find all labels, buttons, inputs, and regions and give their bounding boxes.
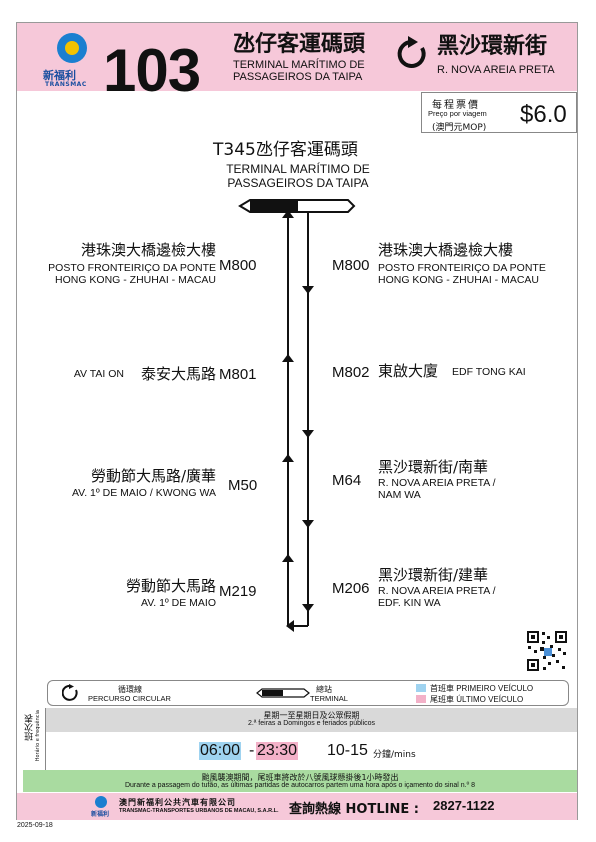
stop-code: M800 [332,257,370,274]
stop-pt: EDF. KIN WA [378,597,441,609]
stop-code: M50 [228,477,258,494]
legend-circular-pt: PERCURSO CIRCULAR [88,694,171,703]
legend-first-bus: 首班車 PRIMEIRO VEÍCULO [430,684,534,693]
circular-arrow-icon [397,36,426,68]
stop-pt: R. NOVA AREIA PRETA / [378,585,496,597]
terminal-legend-icon [256,688,310,698]
stop-cn: 黑沙環新街/建華 [378,566,489,584]
fare-box: 每程票價 Preço por viagem (澳門元MOP) $6.0 [421,92,577,133]
brand-cn: 新福利 [43,69,76,82]
schedule-days-cn: 星期一至星期日及公眾假期 [263,711,360,720]
footer: 新福利 澳門新福利公共汽車有限公司 TRANSMAC-TRANSPORTES U… [17,793,577,820]
stop-cn: 港珠澳大橋邊檢大樓 [378,241,514,259]
stop-pt: AV. 1º DE MAIO / KWONG WA [71,487,216,499]
company-cn: 澳門新福利公共汽車有限公司 [119,798,236,807]
stop-cn: 勞動節大馬路 [125,577,216,595]
route-header: 新福利 TRANSMAC 103 氹仔客運碼頭 TERMINAL MARÍTIM… [17,23,577,101]
dest-cn: 黑沙環新街 [437,34,548,59]
fare-label-cn: 每程票價 [432,100,480,111]
arrow-down-icon [302,520,314,528]
stop-code: M206 [332,580,370,597]
stop-pt: EDF TONG KAI [452,366,526,378]
schedule-days-pt: 2.ª feiras a Domingos e feriados público… [247,720,376,727]
typhoon-pt: Durante a passagem do tufão, as últimas … [124,782,476,789]
time-separator: - [249,742,255,759]
stop-cn: 東啟大廈 [378,362,439,380]
schedule-side-pt: Horário e frequência [35,710,41,762]
stop-pt: NAM WA [378,489,421,501]
stop-code: M801 [219,366,257,383]
hotline-label: 查詢熱線 HOTLINE : [289,802,419,817]
schedule-side-cn: 班次表 [25,714,35,741]
arrow-down-icon [302,430,314,438]
stop-cn: 港珠澳大橋邊檢大樓 [80,241,216,259]
arrow-up-icon [282,210,294,218]
schedule-side: 班次表 Horário e frequência [23,708,46,770]
stop-pt: R. NOVA AREIA PRETA / [378,477,496,489]
arrow-left-icon [286,620,294,632]
stop-code: M64 [332,472,362,489]
stop-code: M800 [219,257,257,274]
stop-code: M802 [332,364,370,381]
legend: 循環線 PERCURSO CIRCULAR 總站 TERMINAL 首班車 PR… [47,680,569,706]
qr-code-icon [526,630,568,672]
small-logo-text: 新福利 [91,811,110,818]
arrow-up-icon [282,354,294,362]
stop-pt: AV TAI ON [73,368,124,380]
stop-cn: 泰安大馬路 [140,365,216,383]
typhoon-notice: 颱風襲澳期間，尾班車將改於八號風球懸掛後1小時發出 Durante a pass… [23,770,577,792]
stop-cn: 黑沙環新街/南華 [378,458,489,476]
stop-pt: POSTO FRONTEIRIÇO DA PONTE [378,262,546,274]
circular-route-icon [62,684,78,701]
hotline-number: 2827-1122 [433,798,495,813]
fare-price: $6.0 [520,101,567,128]
typhoon-cn: 颱風襲澳期間，尾班車將改於八號風球懸掛後1小時發出 [201,773,399,782]
route-number: 103 [103,37,201,104]
arrow-down-icon [302,604,314,612]
origin-pt-line1: TERMINAL MARÍTIMO DE [233,59,365,71]
arrow-up-icon [282,554,294,562]
first-bus-time: 06:00 [199,742,242,760]
frequency-unit: 分鐘/mins [373,750,416,760]
schedule-head: 星期一至星期日及公眾假期 2.ª feiras a Domingos e fer… [46,708,577,732]
terminal-pt-line2: PASSAGEIROS DA TAIPA [227,176,369,190]
stop-code: M219 [219,583,257,600]
print-date: 2025-09-18 [17,822,53,829]
stop-pt: HONG KONG - ZHUHAI - MACAU [54,274,216,286]
frequency: 10-15 [327,742,368,759]
stop-pt: AV. 1º DE MAIO [140,597,216,609]
origin-cn: 氹仔客運碼頭 [233,32,366,57]
stop-pt: POSTO FRONTEIRIÇO DA PONTE [48,262,216,274]
terminal-name-cn: T345氹仔客運碼頭 [213,140,358,160]
dest-pt: R. NOVA AREIA PRETA [437,64,555,76]
route-diagram [238,199,356,632]
terminal-pt-line1: TERMINAL MARÍTIMO DE [226,162,370,176]
schedule-table: 班次表 Horário e frequência 星期一至星期日及公眾假期 2.… [23,708,577,770]
logo-sun-icon [65,41,79,55]
first-bus-swatch [416,684,426,692]
legend-last-bus: 尾班車 ÚLTIMO VEÍCULO [430,695,524,704]
last-bus-time: 23:30 [256,742,299,760]
small-logo-icon [95,796,107,808]
brand-en: TRANSMAC [45,81,87,88]
fare-unit: (澳門元MOP) [432,123,487,133]
arrow-down-icon [302,286,314,294]
stop-pt: HONG KONG - ZHUHAI - MACAU [378,274,540,286]
origin-pt-line2: PASSAGEIROS DA TAIPA [233,71,363,83]
legend-terminal-pt: TERMINAL [310,694,348,703]
stop-cn: 勞動節大馬路/廣華 [90,467,216,485]
company-pt: TRANSMAC-TRANSPORTES URBANOS DE MACAU, S… [119,808,279,814]
legend-terminal-cn: 總站 [316,685,332,694]
arrow-up-icon [282,454,294,462]
fare-label-pt: Preço por viagem [428,109,487,118]
last-bus-swatch [416,695,426,703]
legend-circular-cn: 循環線 [118,685,142,694]
